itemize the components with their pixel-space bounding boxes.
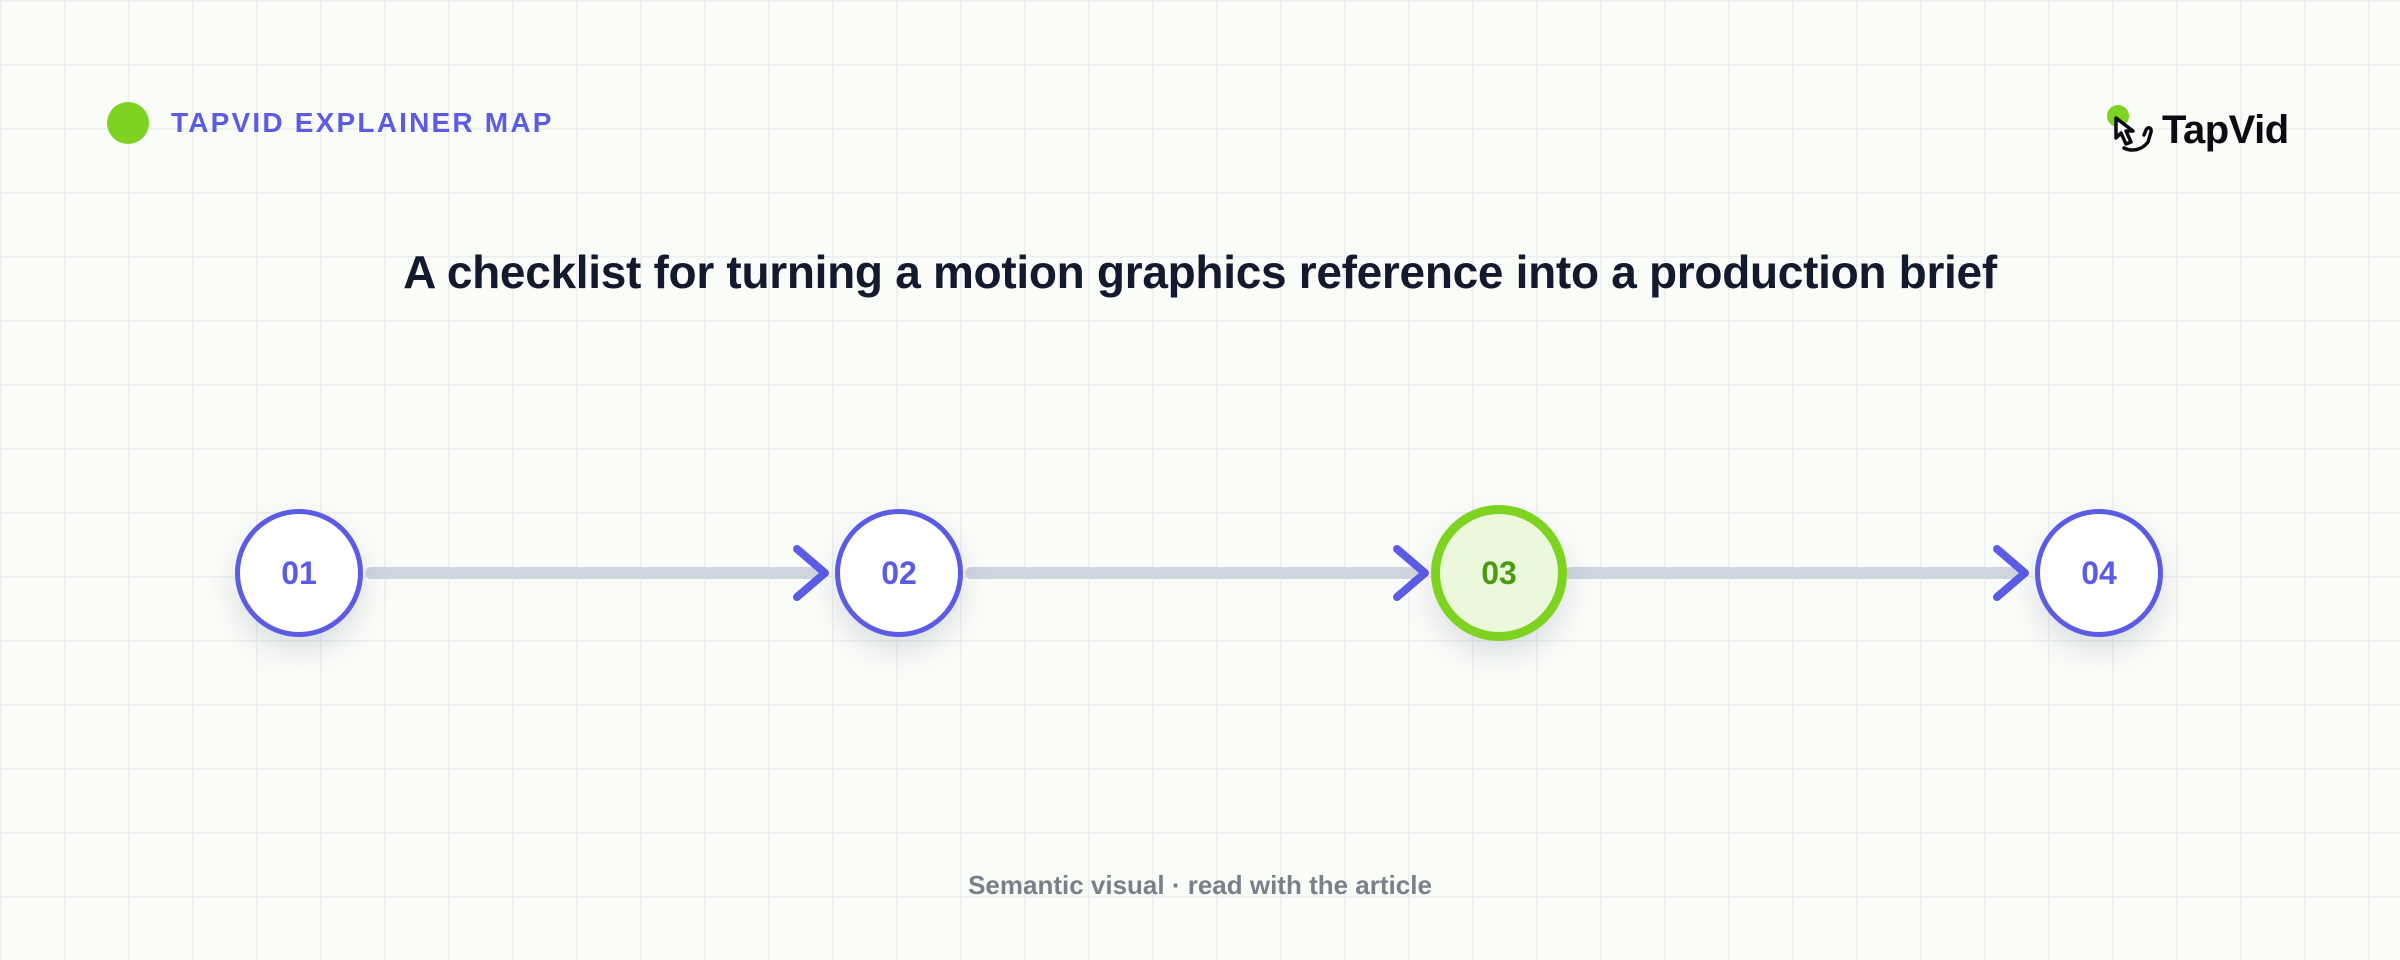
footer-caption: Semantic visual · read with the article xyxy=(968,870,1432,900)
arrowhead-icon xyxy=(1393,545,1429,601)
status-dot xyxy=(107,102,149,144)
arrowhead-icon xyxy=(793,545,829,601)
brand-name: TapVid xyxy=(2162,107,2289,152)
step-label: 02 xyxy=(881,554,917,591)
step-node-04: 04 xyxy=(2035,509,2163,637)
step-node-03: 03 xyxy=(1431,505,1567,641)
pointer-hand-icon xyxy=(2102,102,2158,158)
step-node-02: 02 xyxy=(835,509,963,637)
step-label: 04 xyxy=(2081,554,2117,591)
page-title: A checklist for turning a motion graphic… xyxy=(403,246,1997,298)
step-label: 01 xyxy=(281,554,317,591)
step-label: 03 xyxy=(1481,554,1517,591)
brand-logo: TapVid xyxy=(2102,102,2289,158)
header-label: TAPVID EXPLAINER MAP xyxy=(171,107,554,138)
header-badge: TAPVID EXPLAINER MAP xyxy=(107,102,554,144)
arrowhead-icon xyxy=(1993,545,2029,601)
step-node-01: 01 xyxy=(235,509,363,637)
